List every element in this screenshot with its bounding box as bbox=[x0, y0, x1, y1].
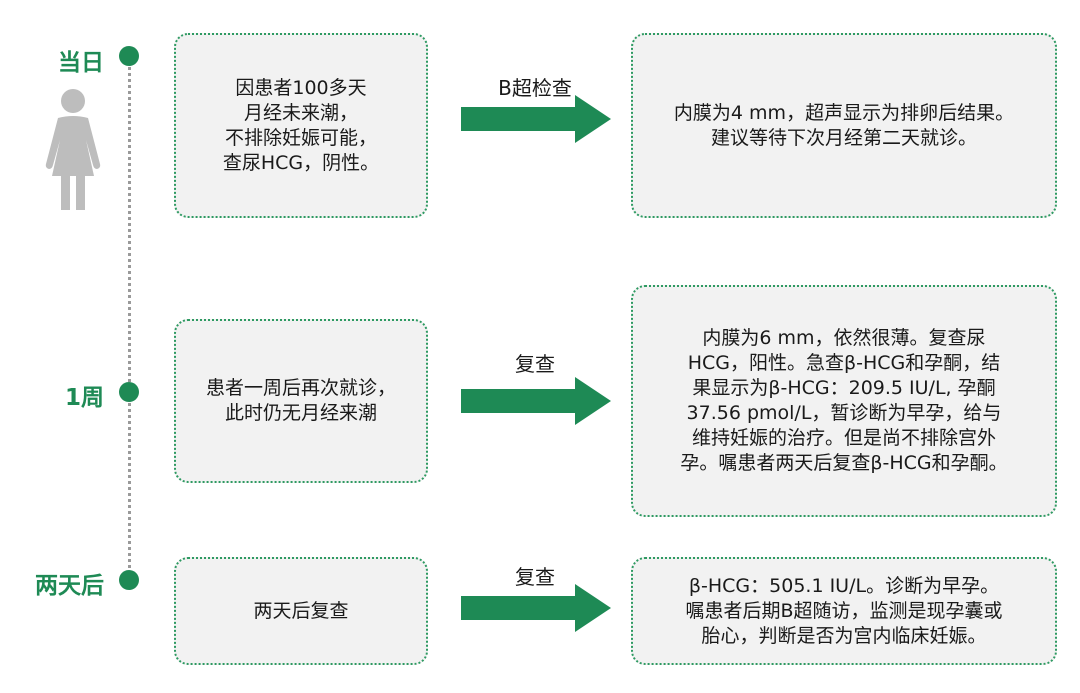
two-days-result-box: β-HCG：505.1 IU/L。诊断为早孕。 嘱患者后期B超随访，监测是现孕囊… bbox=[631, 557, 1057, 665]
timeline-dot-day0 bbox=[119, 46, 139, 66]
week1-visit-text: 患者一周后再次就诊， 此时仍无月经来潮 bbox=[205, 377, 396, 424]
timeline-dot-two-days bbox=[119, 570, 139, 590]
arrow-right-icon bbox=[461, 377, 611, 425]
week1-result-box: 内膜为6 mm，依然很薄。复查尿 HCG，阳性。急查β-HCG和孕酮，结 果显示… bbox=[631, 285, 1057, 517]
ultrasound-result-text: 内膜为4 mm，超声显示为排卵后结果。 建议等待下次月经第二天就诊。 bbox=[673, 101, 1015, 149]
stage-label-day0: 当日 bbox=[58, 50, 104, 76]
woman-icon bbox=[45, 89, 101, 210]
arrow-label-recheck-2: 复查 bbox=[515, 565, 555, 589]
ultrasound-result-box: 内膜为4 mm，超声显示为排卵后结果。 建议等待下次月经第二天就诊。 bbox=[631, 33, 1057, 218]
stage-label-two-days: 两天后 bbox=[35, 573, 104, 599]
week1-result-text: 内膜为6 mm，依然很薄。复查尿 HCG，阳性。急查β-HCG和孕酮，结 果显示… bbox=[680, 327, 1008, 474]
arrow-label-recheck-1: 复查 bbox=[515, 352, 555, 376]
two-days-visit-text: 两天后复查 bbox=[253, 599, 349, 622]
initial-visit-box: 因患者100多天 月经未来潮， 不排除妊娠可能， 查尿HCG，阴性。 bbox=[174, 33, 428, 218]
initial-visit-text: 因患者100多天 月经未来潮， 不排除妊娠可能， 查尿HCG，阴性。 bbox=[222, 76, 380, 174]
two-days-result-text: β-HCG：505.1 IU/L。诊断为早孕。 嘱患者后期B超随访，监测是现孕囊… bbox=[685, 574, 1003, 647]
arrow-right-icon bbox=[461, 95, 611, 143]
arrow-right-icon bbox=[461, 584, 611, 632]
timeline-line bbox=[128, 60, 131, 582]
stage-label-week1: 1周 bbox=[64, 385, 104, 411]
timeline-dot-week1 bbox=[119, 382, 139, 402]
two-days-visit-box: 两天后复查 bbox=[174, 557, 428, 665]
arrow-label-ultrasound: B超检查 bbox=[498, 76, 572, 100]
week1-visit-box: 患者一周后再次就诊， 此时仍无月经来潮 bbox=[174, 319, 428, 483]
